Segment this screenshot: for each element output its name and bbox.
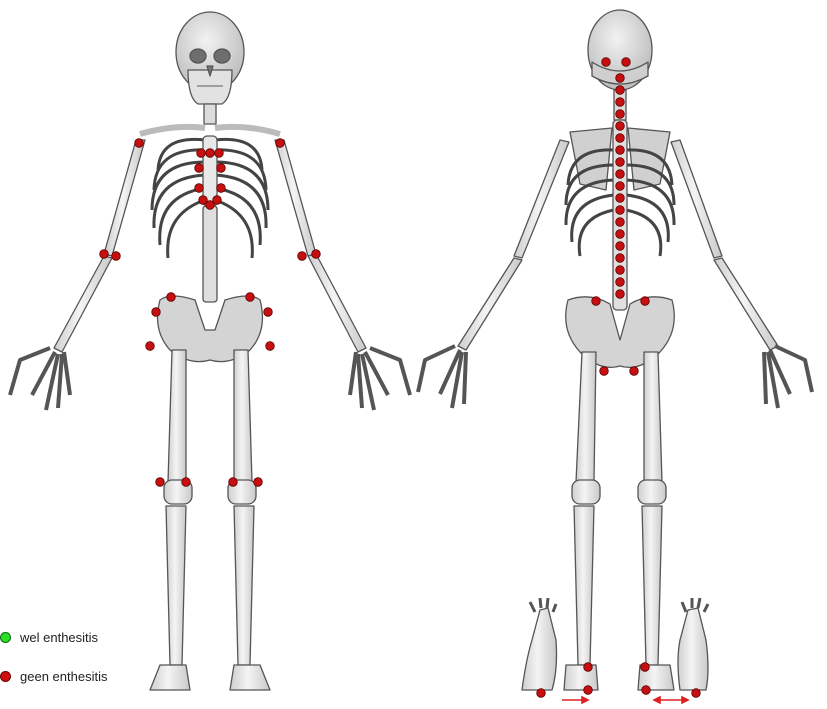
direction-arrows [562, 697, 688, 703]
enthesis-marker[interactable] [616, 98, 625, 107]
enthesis-marker[interactable] [215, 149, 224, 158]
red-dot-icon [0, 671, 11, 682]
enthesis-marker[interactable] [592, 297, 601, 306]
enthesis-markers [100, 58, 701, 698]
enthesis-marker[interactable] [206, 201, 215, 210]
enthesis-marker[interactable] [167, 293, 176, 302]
enthesis-marker[interactable] [616, 218, 625, 227]
enthesis-marker[interactable] [217, 164, 226, 173]
enthesis-marker[interactable] [641, 663, 650, 672]
enthesis-marker[interactable] [100, 250, 109, 259]
enthesis-marker[interactable] [206, 149, 215, 158]
enthesis-marker[interactable] [156, 478, 165, 487]
enthesis-marker[interactable] [195, 164, 204, 173]
front-skull [176, 12, 244, 104]
enthesis-marker[interactable] [616, 170, 625, 179]
enthesis-marker[interactable] [312, 250, 321, 259]
enthesis-marker[interactable] [298, 252, 307, 261]
enthesis-marker[interactable] [641, 297, 650, 306]
enthesis-marker[interactable] [616, 254, 625, 263]
enthesis-marker[interactable] [622, 58, 631, 67]
enthesis-marker[interactable] [642, 686, 651, 695]
enthesis-marker[interactable] [146, 342, 155, 351]
enthesis-marker[interactable] [616, 86, 625, 95]
front-skeleton [10, 12, 410, 690]
enthesis-marker[interactable] [616, 206, 625, 215]
front-legs [150, 350, 270, 690]
legend-wel-enthesitis: wel enthesitis [0, 630, 98, 645]
enthesis-marker[interactable] [616, 182, 625, 191]
enthesis-marker[interactable] [584, 686, 593, 695]
enthesis-marker[interactable] [616, 134, 625, 143]
enthesis-marker[interactable] [616, 146, 625, 155]
enthesis-marker[interactable] [630, 367, 639, 376]
feet-detail [522, 598, 708, 690]
enthesis-marker[interactable] [266, 342, 275, 351]
enthesis-marker[interactable] [616, 242, 625, 251]
enthesis-marker[interactable] [616, 122, 625, 131]
enthesis-marker[interactable] [217, 184, 226, 193]
enthesis-marker[interactable] [616, 158, 625, 167]
enthesis-marker[interactable] [537, 689, 546, 698]
legend-geen-label: geen enthesitis [20, 669, 107, 684]
legend-geen-enthesitis: geen enthesitis [0, 669, 107, 684]
enthesis-marker[interactable] [616, 278, 625, 287]
enthesis-marker[interactable] [264, 308, 273, 317]
enthesis-marker[interactable] [616, 290, 625, 299]
back-skeleton [418, 10, 812, 690]
enthesis-marker[interactable] [616, 74, 625, 83]
enthesis-marker[interactable] [182, 478, 191, 487]
enthesis-marker[interactable] [276, 139, 285, 148]
enthesis-marker[interactable] [152, 308, 161, 317]
enthesis-marker[interactable] [692, 689, 701, 698]
enthesis-marker[interactable] [616, 230, 625, 239]
enthesis-marker[interactable] [197, 149, 206, 158]
enthesis-marker[interactable] [112, 252, 121, 261]
enthesis-marker[interactable] [584, 663, 593, 672]
enthesis-marker[interactable] [246, 293, 255, 302]
back-legs [564, 352, 674, 690]
enthesis-marker[interactable] [616, 266, 625, 275]
green-dot-icon [0, 632, 11, 643]
enthesis-marker[interactable] [195, 184, 204, 193]
enthesis-marker[interactable] [254, 478, 263, 487]
enthesis-marker[interactable] [616, 194, 625, 203]
enthesis-marker[interactable] [616, 110, 625, 119]
enthesis-marker[interactable] [602, 58, 611, 67]
enthesis-marker[interactable] [600, 367, 609, 376]
enthesis-marker[interactable] [135, 139, 144, 148]
enthesis-marker[interactable] [229, 478, 238, 487]
legend-wel-label: wel enthesitis [20, 630, 98, 645]
